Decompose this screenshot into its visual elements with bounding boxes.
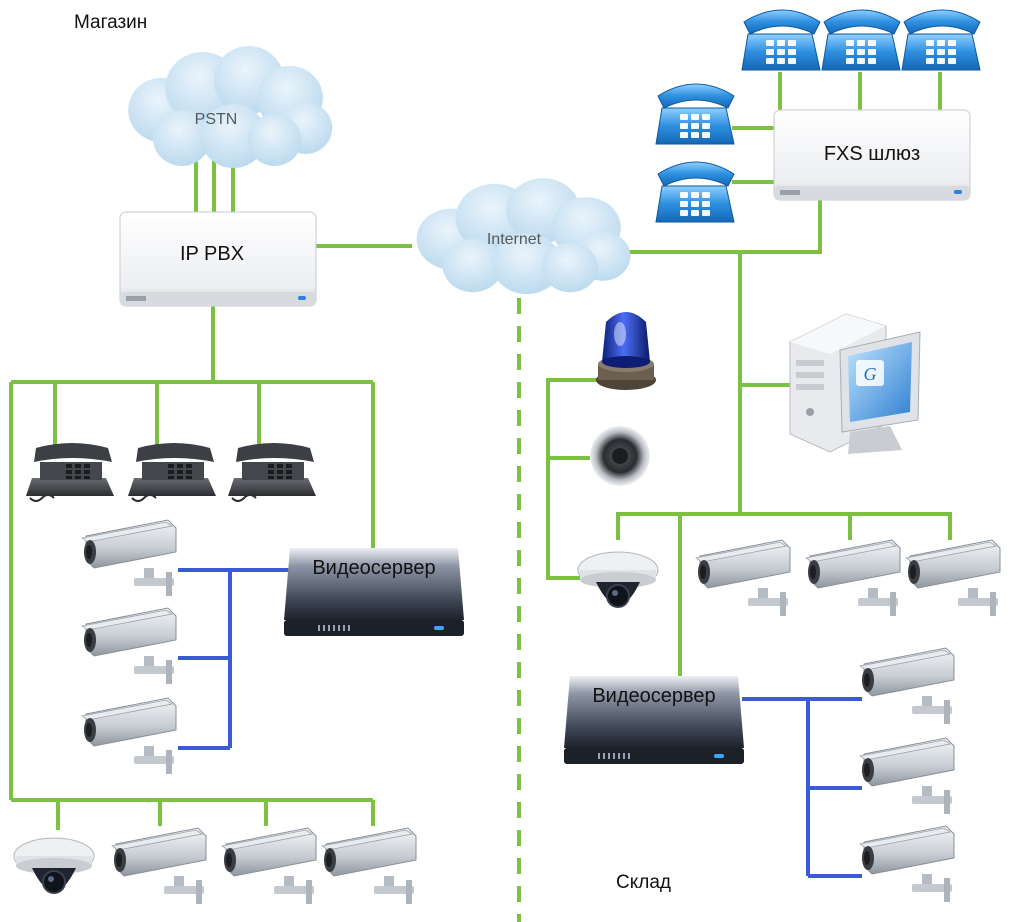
box-camera-icon <box>221 827 317 905</box>
zone-label-left: Магазин <box>74 12 147 33</box>
svg-text:G: G <box>864 364 877 384</box>
box-camera-icon <box>81 697 177 775</box>
fxs-gateway-label: FXS шлюз <box>824 143 920 165</box>
blue-phone-icon <box>901 9 981 71</box>
ip-pbx-label: IP PBX <box>180 243 244 265</box>
box-camera-icon <box>859 737 955 815</box>
pstn-label: PSTN <box>195 111 238 128</box>
blue-links <box>178 568 862 878</box>
box-camera-icon <box>695 539 791 617</box>
computer-icon: G <box>789 313 921 454</box>
siren-icon <box>596 312 656 390</box>
desk-phone-icon <box>25 442 115 502</box>
box-camera-icon <box>111 827 207 905</box>
box-camera-icon <box>859 647 955 725</box>
pstn-cloud-icon <box>128 46 333 168</box>
desk-phone-icon <box>227 442 317 502</box>
box-camera-icon <box>859 825 955 903</box>
blue-phone-icon <box>821 9 901 71</box>
blue-phone-icon <box>655 161 735 223</box>
video-server-right-label: Видеосервер <box>592 685 715 707</box>
dome-camera-icon <box>13 837 95 894</box>
zone-label-right: Склад <box>616 872 671 893</box>
internet-label: Internet <box>487 231 542 248</box>
ip-pbx-icon <box>119 211 317 307</box>
fxs-gateway-icon <box>773 109 971 201</box>
box-camera-icon <box>81 607 177 685</box>
blue-phone-icon <box>741 9 821 71</box>
box-camera-icon <box>805 539 901 617</box>
green-links <box>9 72 952 830</box>
box-camera-icon <box>321 827 417 905</box>
box-camera-icon <box>81 519 177 597</box>
dome-camera-icon <box>577 551 659 608</box>
box-camera-icon <box>905 539 1001 617</box>
desk-phone-icon <box>127 442 217 502</box>
speaker-icon <box>590 426 650 486</box>
blue-phone-icon <box>655 83 735 145</box>
video-server-left-label: Видеосервер <box>312 557 435 579</box>
